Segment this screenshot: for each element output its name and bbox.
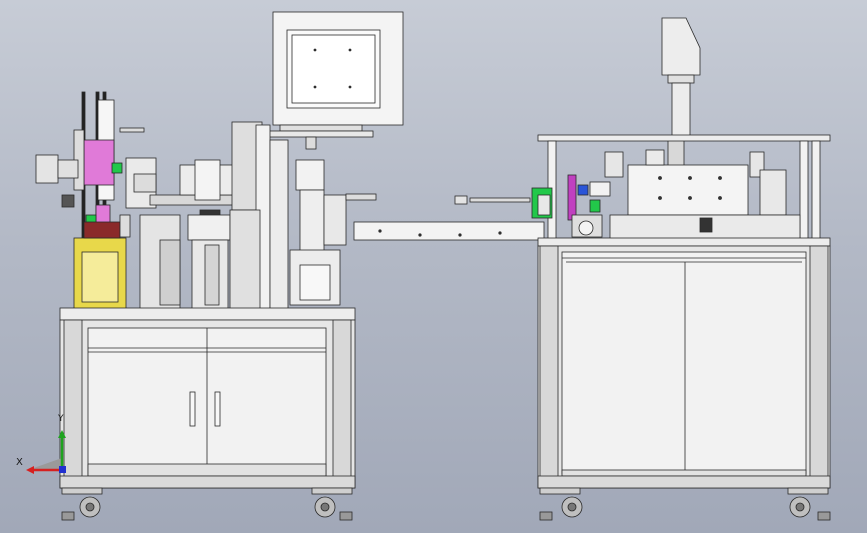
left-casters — [61, 487, 353, 521]
touchscreen-monitor[interactable] — [267, 11, 404, 150]
right-tabletop — [537, 237, 831, 247]
inspection-module — [531, 149, 801, 240]
right-machine — [531, 17, 831, 521]
label-reel-assembly — [35, 91, 145, 243]
transfer-conveyor — [353, 195, 545, 241]
y-axis-label: Y — [58, 414, 64, 424]
left-door-handle-right[interactable] — [214, 391, 221, 427]
axis-triad — [26, 430, 66, 474]
top-plate — [537, 134, 831, 142]
left-door-handle-left[interactable] — [189, 391, 196, 427]
vision-camera — [661, 17, 701, 167]
left-machine — [35, 11, 404, 521]
right-casters — [539, 487, 831, 521]
right-cabinet — [537, 245, 831, 489]
x-axis-label: X — [16, 457, 23, 468]
reel-disc — [83, 139, 115, 186]
left-tabletop — [59, 307, 356, 321]
z-axis-marker — [59, 466, 66, 473]
left-cabinet — [59, 319, 356, 489]
feeding-mechanism — [125, 121, 289, 311]
safety-guard — [73, 214, 131, 311]
press-unit — [289, 159, 377, 306]
